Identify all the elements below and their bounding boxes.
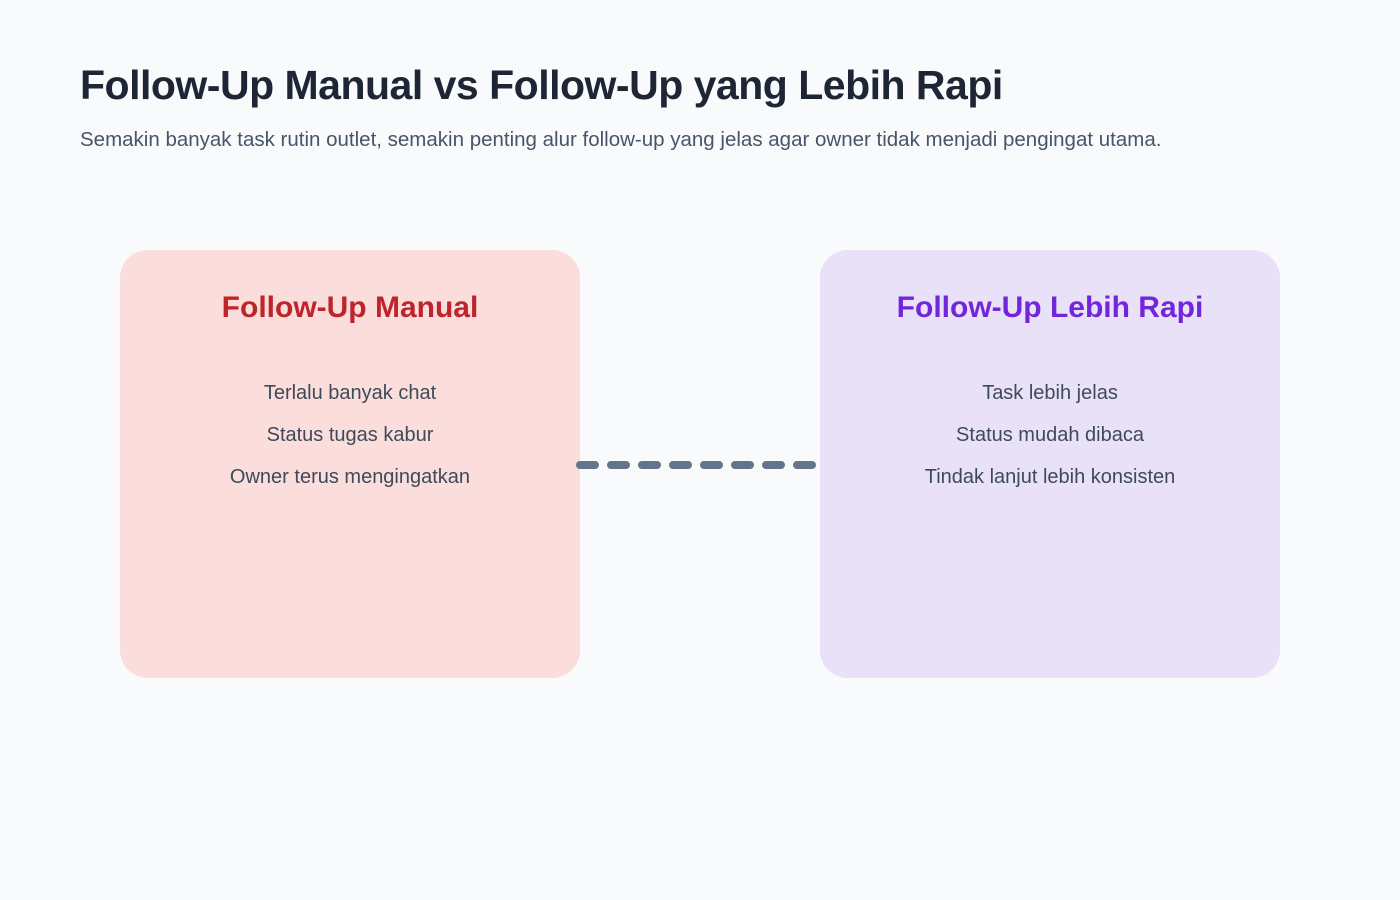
card-item: Tindak lanjut lebih konsisten [924, 466, 1176, 488]
header: Follow-Up Manual vs Follow-Up yang Lebih… [80, 62, 1370, 154]
card-item-list: Terlalu banyak chat Status tugas kabur O… [120, 372, 580, 498]
card-followup-lebih-rapi: Follow-Up Lebih Rapi Task lebih jelas St… [820, 250, 1280, 678]
card-item: Owner terus mengingatkan [229, 466, 471, 488]
card-title: Follow-Up Lebih Rapi [896, 291, 1204, 324]
card-item-list: Task lebih jelas Status mudah dibaca Tin… [820, 372, 1280, 498]
card-item: Terlalu banyak chat [263, 382, 437, 404]
card-item: Task lebih jelas [982, 382, 1118, 404]
dashed-connector-line [576, 461, 824, 469]
card-item: Status tugas kabur [266, 424, 434, 446]
card-item: Status mudah dibaca [956, 424, 1144, 446]
card-followup-manual: Follow-Up Manual Terlalu banyak chat Sta… [120, 250, 580, 678]
page-title: Follow-Up Manual vs Follow-Up yang Lebih… [80, 62, 1003, 108]
page-subtitle: Semakin banyak task rutin outlet, semaki… [80, 128, 1162, 152]
card-title: Follow-Up Manual [221, 291, 479, 324]
